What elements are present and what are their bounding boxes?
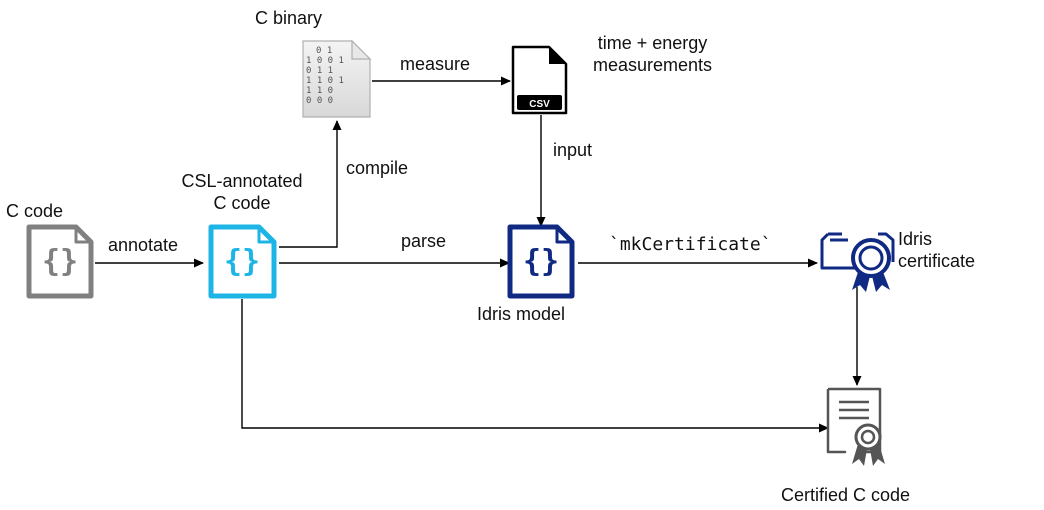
edge-label-annotate: annotate [108,235,179,255]
edge-label-measure: measure [400,54,471,74]
c-code-label: C code [6,201,64,221]
csv-badge: CSV [529,99,550,110]
csl-annotated-file-icon: {} [208,224,277,299]
c-code-file-icon: {} [26,224,94,299]
idris-model-label: Idris model [477,304,566,324]
svg-text:{}: {} [224,244,260,279]
binary-digits-line: 1 1 0 1 [306,76,344,86]
csl-annotated-label: CSL-annotated C code [160,170,324,214]
svg-text:{}: {} [523,244,559,279]
edge-label-input: input [553,140,593,160]
edge-label-mk-certificate: `mkCertificate` [609,234,772,255]
binary-digits-line: 1 1 0 [306,86,333,96]
csv-label-line1: time + energy [597,33,708,53]
edge-label-parse: parse [401,231,447,251]
edge-compile [279,120,342,248]
binary-file-icon: 0 11 0 0 10 1 11 1 0 11 1 00 0 0 [302,39,372,118]
idris-certificate-label: Idris certificate [898,228,975,272]
binary-digits-line: 0 0 0 [306,96,333,106]
idris-certificate-label-line1: Idris [898,229,933,249]
csv-label-line2: measurements [592,55,713,75]
edge-csl-to-certified [241,299,829,433]
certificate-document-icon [826,387,885,466]
idris-certificate-label-line2: certificate [898,251,976,271]
csv-file-icon: CSV [511,45,568,115]
certified-c-code-label: Certified C code [781,485,911,505]
csl-annotated-label-line1: CSL-annotated [181,171,303,191]
c-binary-label: C binary [255,8,323,28]
binary-digits-line: 1 0 0 1 [306,56,344,66]
binary-digits-line: 0 1 1 [306,66,333,76]
csl-annotated-label-line2: C code [213,193,271,213]
csv-label: time + energy measurements [575,32,730,76]
idris-model-file-icon: {} [507,224,575,299]
svg-text:{}: {} [42,244,78,279]
edges [95,76,862,433]
certificate-icon [820,232,895,292]
edge-label-compile: compile [346,158,409,178]
binary-digits-line: 0 1 [316,46,332,56]
